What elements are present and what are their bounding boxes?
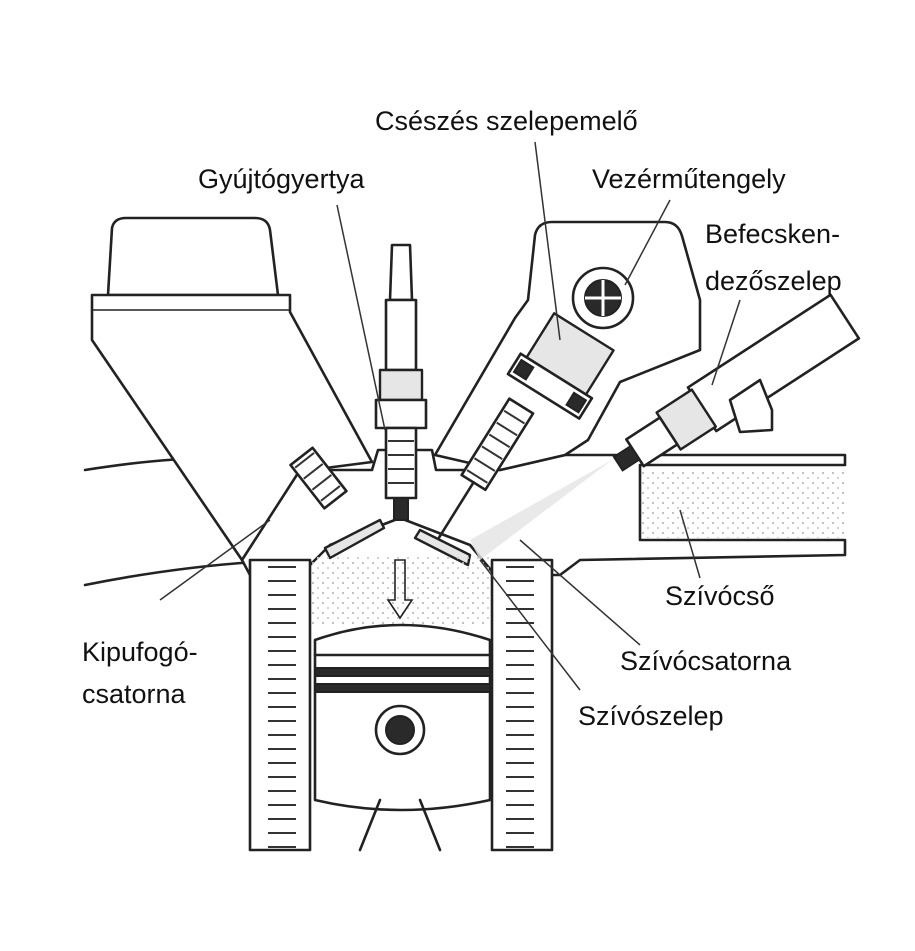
intake-valve-spring — [435, 397, 535, 544]
intake-port-fill — [640, 470, 845, 538]
exhaust-valve-icon — [323, 518, 386, 560]
exhaust-valve-spring — [289, 446, 348, 510]
leader-lines — [159, 141, 741, 691]
label-camshaft: Vezérműtengely — [592, 164, 786, 194]
label-exhaust-port-line2: csatorna — [82, 679, 186, 709]
injector-bracket — [728, 378, 774, 434]
label-intake-valve: Szívószelep — [578, 701, 724, 731]
fuel-spray — [470, 460, 612, 560]
camshaft-icon — [571, 266, 635, 330]
cam-follower-icon — [506, 312, 615, 420]
label-exhaust-port-line1: Kipufogó- — [82, 637, 198, 667]
piston-motion-arrow-icon — [386, 559, 414, 620]
label-intake-port: Szívócsatorna — [620, 646, 792, 676]
label-spark-plug: Gyújtógyertya — [198, 164, 365, 194]
label-injector-line2: dezőszelep — [705, 266, 842, 296]
exhaust-cam-cover — [106, 216, 280, 297]
fuel-injector-icon — [612, 293, 861, 472]
piston-icon — [313, 623, 492, 812]
connecting-rod — [358, 798, 442, 852]
label-cam-follower: Csészés szelepemelő — [375, 106, 638, 136]
label-injector-line1: Befecsken- — [705, 219, 841, 249]
label-intake-pipe: Szívócső — [665, 581, 775, 611]
